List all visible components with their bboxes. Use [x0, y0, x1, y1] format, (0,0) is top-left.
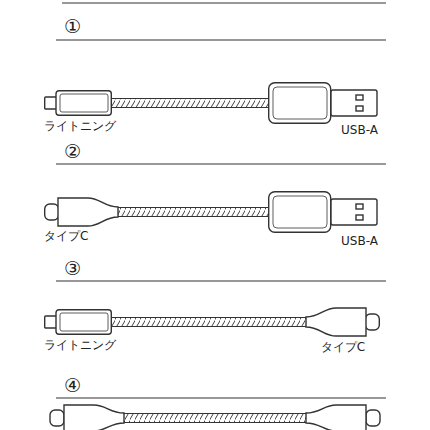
typec-right-plug — [306, 307, 380, 337]
cable-braid — [112, 99, 268, 107]
connector-label: USB-A — [341, 234, 378, 248]
connector-label: ライトニング — [44, 338, 116, 352]
cable-braid — [118, 208, 268, 216]
cable-outline — [112, 317, 306, 327]
connector-label: USB-A — [341, 123, 378, 137]
cable-outline — [118, 207, 268, 217]
plug-node: タイプC — [44, 197, 118, 244]
connector-label: ライトニング — [44, 119, 116, 133]
callout-number: ③ — [64, 257, 81, 279]
connector-label: タイプC — [321, 340, 365, 354]
braided-cable — [112, 322, 306, 323]
plug-node: USB-A — [268, 82, 378, 138]
callout-number: ① — [64, 15, 81, 37]
callout-number: ② — [64, 140, 81, 162]
plug-node: ライトニング — [44, 90, 116, 134]
cable-braid — [112, 318, 306, 326]
cable-outline — [112, 98, 268, 108]
cable-four — [50, 405, 380, 430]
plug-node: ライトニング — [44, 309, 116, 353]
callout-number: ④ — [64, 374, 81, 396]
braided-cable — [118, 212, 268, 213]
connector-label: タイプC — [44, 229, 88, 243]
typec-left-plug — [44, 197, 118, 227]
plug-node: USB-A — [268, 191, 378, 249]
usb-a-plug — [268, 191, 378, 233]
usb-a-plug — [268, 82, 378, 124]
plug-node: タイプC — [306, 307, 380, 355]
lightning-left-plug — [44, 309, 112, 335]
lightning-left-plug — [44, 90, 112, 116]
braided-cable — [112, 103, 268, 104]
